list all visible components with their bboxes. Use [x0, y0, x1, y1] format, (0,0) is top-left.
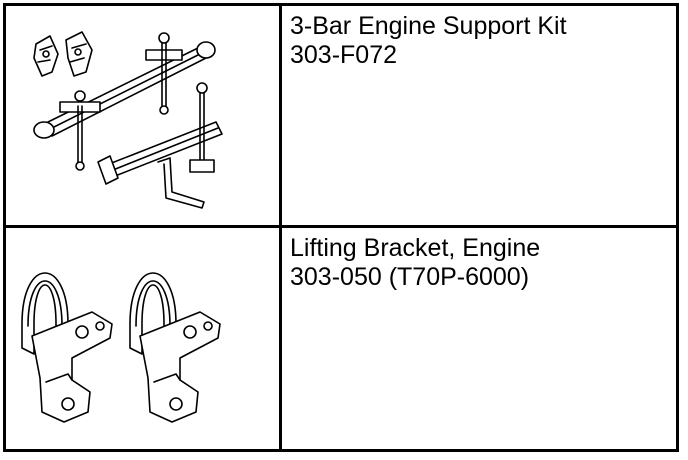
- engine-support-kit-illustration: [33, 31, 223, 209]
- lifting-bracket-icon: [21, 272, 113, 423]
- tool-part-number: 303-050 (T70P-6000): [290, 263, 530, 291]
- bracket-pair-icon: [33, 31, 93, 77]
- lifting-bracket-icon: [129, 272, 221, 423]
- lifting-bracket-illustration: [21, 272, 221, 423]
- tool-name: Lifting Bracket, Engine: [290, 234, 541, 262]
- lower-bar-icon: [97, 82, 223, 209]
- tool-name: 3-Bar Engine Support Kit: [290, 12, 567, 40]
- special-tools-table: 3-Bar Engine Support Kit 303-F072: [3, 3, 679, 452]
- tool-image-cell: [6, 228, 282, 449]
- tool-image-cell: [6, 6, 282, 228]
- support-bar-icon: [33, 32, 216, 171]
- tool-part-number: 303-F072: [290, 41, 398, 69]
- tool-description-cell: Lifting Bracket, Engine 303-050 (T70P-60…: [282, 228, 676, 449]
- tool-description-cell: 3-Bar Engine Support Kit 303-F072: [282, 6, 676, 228]
